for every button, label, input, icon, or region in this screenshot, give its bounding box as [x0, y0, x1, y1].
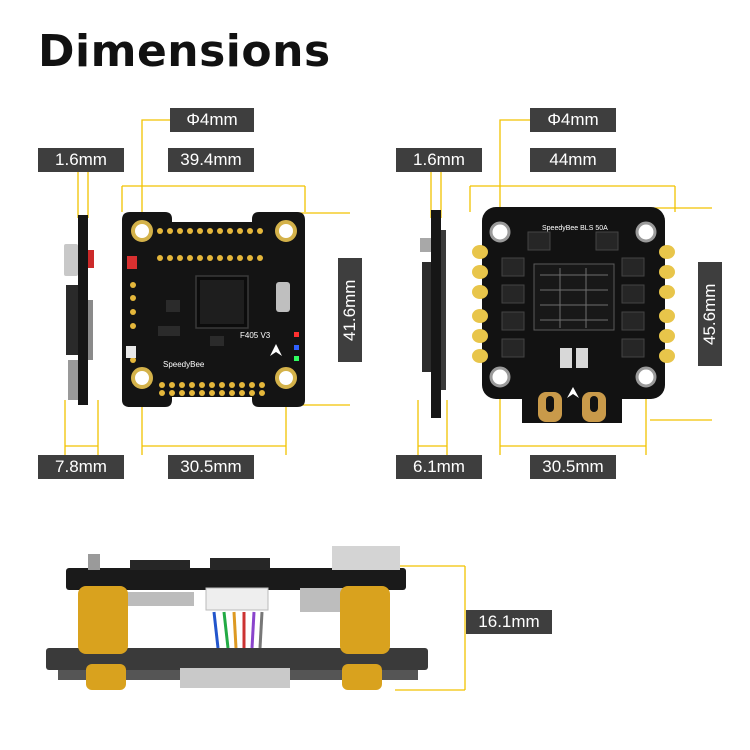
page-title: Dimensions [38, 26, 331, 77]
fc-hole-icon [131, 220, 153, 242]
fc-mount-label: 30.5mm [168, 455, 254, 479]
esc-board: SpeedyBee BLS 50A [472, 207, 675, 423]
esc-thickness-label: 1.6mm [396, 148, 482, 172]
guide-lines [64, 119, 712, 691]
fc-board: F405 V3 SpeedyBee [122, 212, 305, 407]
stack-side-view [46, 546, 428, 690]
esc-height-label: 45.6mm [698, 262, 722, 366]
fc-model-text: F405 V3 [240, 331, 271, 340]
esc-hole-label: Φ4mm [530, 108, 616, 132]
fc-depth-label: 7.8mm [38, 455, 124, 479]
esc-depth-label: 6.1mm [396, 455, 482, 479]
fc-side-view [64, 215, 94, 405]
fc-width-label: 39.4mm [168, 148, 254, 172]
esc-mount-label: 30.5mm [530, 455, 616, 479]
esc-model-text: SpeedyBee BLS 50A [542, 225, 608, 232]
fc-hole-label: Φ4mm [170, 108, 254, 132]
esc-side-view [420, 210, 446, 418]
fc-height-label: 41.6mm [338, 258, 362, 362]
fc-brand-text: SpeedyBee [163, 360, 205, 369]
esc-width-label: 44mm [530, 148, 616, 172]
stack-height-label: 16.1mm [466, 610, 552, 634]
fc-thickness-label: 1.6mm [38, 148, 124, 172]
